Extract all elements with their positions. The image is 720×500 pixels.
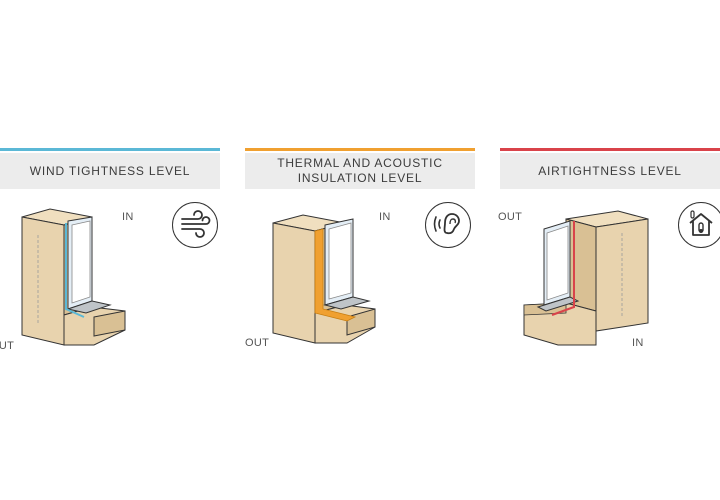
thermal-label-out: OUT: [245, 337, 270, 349]
ear-sound-icon: [433, 213, 460, 235]
thermal-window-section: [272, 214, 376, 344]
panel-wind-tightness: WIND TIGHTNESS LEVEL IN OUT: [0, 0, 220, 500]
air-title: AIRTIGHTNESS LEVEL: [500, 153, 720, 189]
air-window-section: [523, 210, 649, 346]
wind-label-in: IN: [122, 211, 134, 223]
ear-icon-circle: [425, 202, 471, 248]
house-icon-circle: [678, 202, 720, 248]
wind-icon: [181, 210, 211, 238]
wind-window-section: [21, 208, 126, 346]
thermal-title-line1: THERMAL AND ACOUSTIC: [277, 156, 443, 170]
wind-accent-line: [0, 148, 220, 151]
thermal-accent-line: [245, 148, 475, 151]
panel-airtightness: AIRTIGHTNESS LEVEL OUT IN: [498, 0, 720, 500]
wind-label-out: OUT: [0, 340, 15, 352]
panel-thermal-acoustic: THERMAL AND ACOUSTIC INSULATION LEVEL IN…: [245, 0, 475, 500]
thermal-label-in: IN: [379, 211, 391, 223]
air-accent-line: [500, 148, 720, 151]
air-label-in: IN: [632, 337, 644, 349]
house-thermometer-icon: [689, 210, 713, 236]
thermal-title-line2: INSULATION LEVEL: [297, 171, 423, 185]
thermal-title: THERMAL AND ACOUSTIC INSULATION LEVEL: [245, 153, 475, 189]
air-label-out: OUT: [498, 211, 523, 223]
air-title-text: AIRTIGHTNESS LEVEL: [538, 163, 682, 178]
wind-title: WIND TIGHTNESS LEVEL: [0, 153, 220, 189]
wind-title-text: WIND TIGHTNESS LEVEL: [29, 163, 191, 178]
wind-icon-circle: [172, 202, 218, 248]
